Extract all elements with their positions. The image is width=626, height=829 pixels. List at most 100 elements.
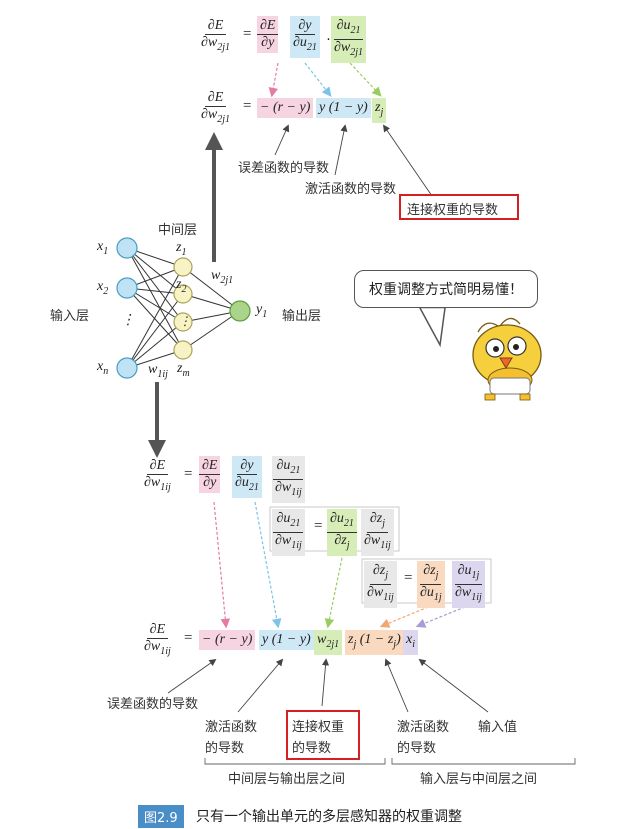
bot1-frac3-den-sub: 1ij: [291, 486, 302, 498]
label-x1-sub: 1: [103, 245, 109, 257]
label-error-deriv-top: 误差函数的导数: [238, 161, 330, 176]
bot2-frac2-den: ∂w1ij: [361, 533, 394, 554]
label-w2j1-sub: 2j1: [220, 274, 234, 286]
label-x2: x2: [97, 279, 108, 297]
bot3-frac2-num-main: ∂u: [457, 563, 472, 578]
label-z1: z1: [176, 240, 186, 258]
speech-bubble: 权重调整方式简明易懂！: [354, 270, 538, 308]
bot3-lhs-num-main: ∂z: [372, 563, 386, 578]
bot1-frac-du-dw: ∂u21 ∂w1ij: [272, 456, 305, 503]
label-output-layer: 输出层: [282, 309, 322, 324]
top2-lhs-num: ∂E: [204, 90, 227, 107]
highlight-box-top: [399, 194, 519, 220]
bot2-frac1-den-main: ∂z: [334, 532, 347, 548]
top-lhs-den-main: ∂w: [201, 35, 218, 50]
bot2-lhs-den: ∂w1ij: [272, 533, 305, 554]
label-z2-main: z: [176, 277, 182, 292]
caption-text: 只有一个输出单元的多层感知器的权重调整: [196, 809, 462, 825]
top-lhs-den-sub: 2j1: [217, 41, 231, 53]
bot1-lhs-den: ∂w1ij: [141, 475, 174, 496]
bot3-frac-dz-du: ∂zj ∂u1j: [417, 561, 445, 608]
bot4-term-xi: xi: [403, 630, 418, 655]
bot4-eq-sign: =: [184, 630, 193, 646]
top-frac3-num-main: ∂u: [336, 18, 351, 33]
bot3-frac-du-dw: ∂u1j ∂w1ij: [452, 561, 485, 608]
label-x1: x1: [97, 239, 108, 257]
top-frac3-den-sub: 2j1: [350, 46, 364, 58]
bot1-lhs-frac: ∂E ∂w1ij: [141, 458, 174, 496]
label-xn-main: x: [97, 359, 104, 374]
top-frac-du-dw: ∂u21 ∂w2j1: [331, 16, 367, 63]
bot1-eq-sign: =: [184, 466, 193, 482]
label-y1-sub: 1: [262, 308, 268, 320]
hidden-nodes: [173, 257, 193, 360]
input-nodes: [116, 237, 138, 379]
bot1-lhs-num: ∂E: [146, 458, 169, 475]
top-frac3-num-sub: 21: [350, 24, 361, 36]
bot4-term-zj-end: ): [396, 632, 401, 647]
top2-term-zj-sub: j: [380, 106, 384, 118]
label-input-dots: ⋮: [121, 313, 135, 328]
bot1-frac3-den-main: ∂w: [275, 479, 292, 495]
bot2-frac-dz-dw: ∂zj ∂w1ij: [361, 509, 394, 556]
bot1-frac3-num-main: ∂u: [276, 458, 291, 473]
node-zm: [173, 340, 193, 360]
bot2-frac2-num-main: ∂z: [369, 511, 383, 526]
bot2-frac1-den-sub: j: [346, 539, 350, 551]
bot4-term-zj-act: zj (1 − zj): [345, 630, 404, 655]
bot4-lhs-den: ∂w1ij: [141, 639, 174, 660]
top2-lhs-den-main: ∂w: [201, 107, 218, 122]
big-arrow-up: [205, 132, 223, 262]
label-z2: z2: [176, 277, 186, 295]
bot3-frac2-den: ∂w1ij: [452, 585, 485, 606]
bot3-frac2-den-main: ∂w: [455, 584, 472, 600]
bot4-term-w2j1-sub: 2j1: [326, 638, 340, 650]
bot3-frac1-num-main: ∂z: [423, 563, 436, 578]
label-act-deriv-bottom2-1: 激活函数: [397, 720, 450, 735]
bot4-lhs-den-sub: 1ij: [160, 645, 171, 657]
bot3-lhs-num: ∂zj: [369, 563, 391, 585]
label-act-deriv-bottom2-2: 的导数: [397, 741, 437, 756]
bot1-frac1-num: ∂E: [199, 458, 221, 475]
node-z1: [173, 257, 193, 277]
label-middle-layer: 中间层: [158, 223, 198, 238]
bot2-lhs-num: ∂u21: [273, 511, 304, 533]
bot2-frac1-num-sub: 21: [343, 517, 354, 529]
bot1-frac3-num: ∂u21: [273, 458, 304, 480]
label-w1ij: w1ij: [148, 362, 168, 380]
bot4-term-w2j1-main: w: [317, 632, 327, 647]
top-frac-dy-du: ∂y ∂u21: [290, 16, 320, 58]
top-frac3-num: ∂u21: [333, 18, 364, 40]
bot3-frac1-den-sub: 1j: [433, 591, 442, 603]
bot4-term-zj-sub: j: [353, 638, 357, 650]
bot1-frac3-den: ∂w1ij: [272, 480, 305, 501]
top-frac3-den: ∂w2j1: [331, 40, 366, 61]
label-w1ij-sub: 1ij: [157, 368, 168, 380]
label-z2-sub: 2: [181, 283, 187, 295]
bot4-term-error: − (r − y): [199, 630, 256, 650]
bot2-frac1-num-main: ∂u: [330, 511, 344, 526]
bot4-lhs-den-main: ∂w: [144, 639, 161, 654]
bot1-frac1-den: ∂y: [203, 475, 217, 490]
bot3-frac1-num: ∂zj: [420, 563, 442, 585]
top-frac3-den-main: ∂w: [334, 39, 351, 55]
bot4-term-zj-rest: (1 − z: [359, 632, 394, 647]
bracket-mid-out: [204, 758, 386, 765]
bot1-frac2-den-main: ∂u: [235, 475, 249, 490]
label-zm: zm: [177, 361, 190, 379]
bot1-lhs-den-sub: 1ij: [160, 481, 171, 493]
top-frac-dE-dy: ∂E ∂y: [257, 16, 279, 53]
top2-term-zj-main: z: [375, 100, 381, 115]
label-error-deriv-bottom: 误差函数的导数: [107, 697, 199, 712]
label-z1-main: z: [176, 240, 182, 255]
bot2-lhs-den-sub: 1ij: [291, 539, 302, 551]
top-frac1-den: ∂y: [261, 35, 275, 50]
bot3-lhs-den: ∂w1ij: [364, 585, 397, 606]
bot3-lhs-frac: ∂zj ∂w1ij: [364, 561, 397, 608]
top-frac1-num: ∂E: [257, 18, 279, 35]
top2-lhs-den-sub: 2j1: [217, 113, 231, 125]
bot1-frac2-den-sub: 21: [248, 481, 259, 493]
bot4-term-w2j1: w2j1: [314, 630, 343, 655]
bracket-in-mid: [391, 758, 576, 765]
bot3-lhs-den-sub: 1ij: [383, 591, 394, 603]
